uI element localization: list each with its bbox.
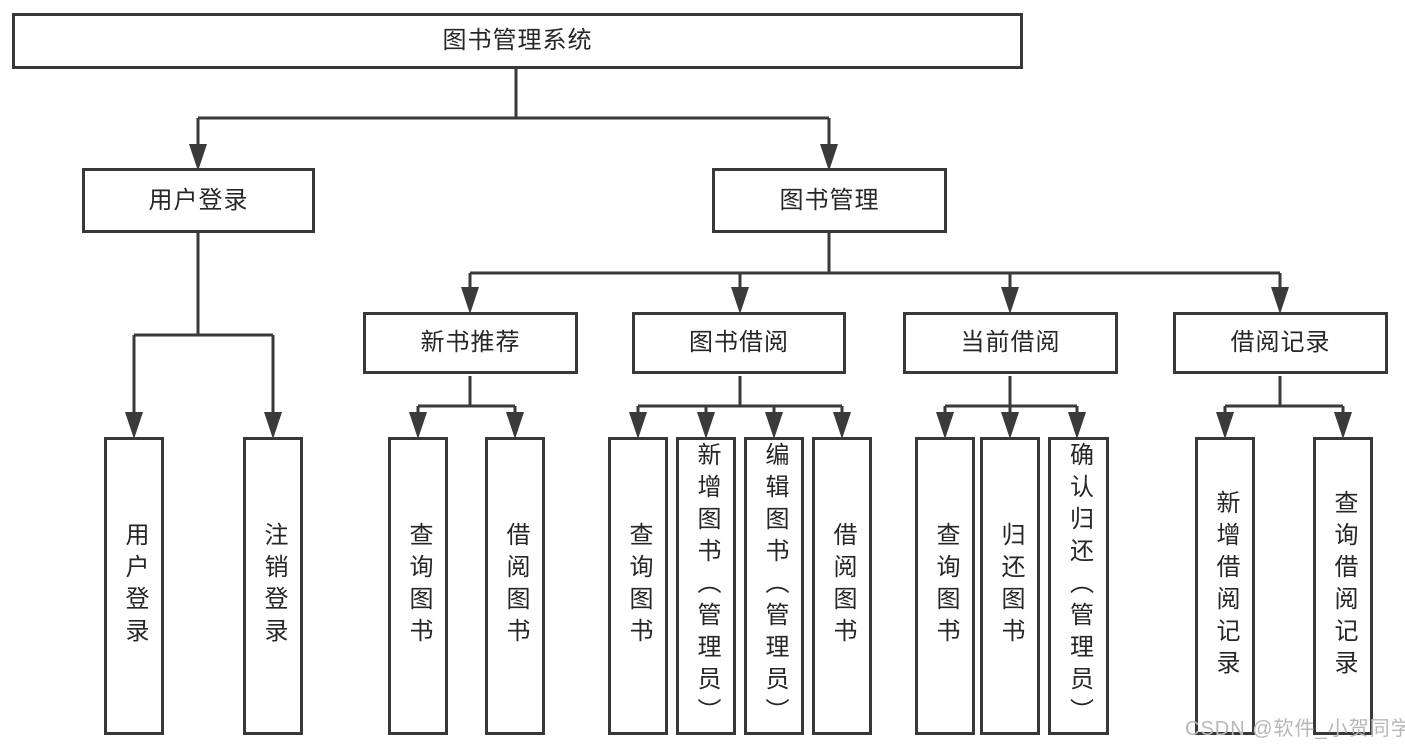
node-current-borrowing: 当前借阅 [903, 312, 1118, 374]
leaf-user-login: 用户登录 [104, 437, 164, 735]
leaf-query-borrow-record: 查询借阅记录 [1313, 437, 1373, 735]
node-user-login-group: 用户登录 [82, 168, 315, 233]
node-borrowing-records-label: 借阅记录 [1230, 329, 1331, 356]
node-current-borrowing-label: 当前借阅 [960, 329, 1061, 356]
leaf-borrow-books-recommend-label: 借阅图书 [502, 522, 529, 650]
node-book-management-label: 图书管理 [779, 186, 880, 214]
leaf-confirm-return-admin: 确认归还（管理员） [1048, 437, 1109, 735]
leaf-query-books-borrowing: 查询图书 [608, 437, 668, 735]
leaf-add-borrow-record-label: 新增借阅记录 [1212, 490, 1239, 682]
leaf-query-borrow-record-label: 查询借阅记录 [1330, 490, 1357, 682]
node-borrowing-records: 借阅记录 [1173, 312, 1388, 374]
leaf-query-books-current-label: 查询图书 [932, 522, 959, 650]
leaf-user-login-label: 用户登录 [121, 522, 148, 650]
leaf-confirm-return-admin-label: 确认归还（管理员） [1065, 442, 1093, 730]
leaf-query-books-recommend-label: 查询图书 [405, 522, 432, 650]
leaf-add-book-admin: 新增图书（管理员） [676, 437, 736, 735]
leaf-return-book: 归还图书 [980, 437, 1040, 735]
leaf-add-book-admin-label: 新增图书（管理员） [693, 442, 720, 730]
csdn-watermark: CSDN @软件_小贺同学 [1185, 718, 1405, 740]
leaf-return-book-label: 归还图书 [997, 522, 1024, 650]
leaf-borrow-books-recommend: 借阅图书 [485, 437, 545, 735]
leaf-query-books-borrowing-label: 查询图书 [625, 522, 652, 650]
node-book-borrowing-label: 图书借阅 [689, 329, 789, 356]
node-book-borrowing: 图书借阅 [632, 312, 846, 374]
node-book-management: 图书管理 [712, 168, 947, 233]
node-user-login-group-label: 用户登录 [148, 186, 249, 214]
leaf-logout: 注销登录 [243, 437, 303, 735]
leaf-borrow-books-borrowing-label: 借阅图书 [829, 522, 856, 650]
arrowheads [125, 144, 1352, 439]
leaf-edit-book-admin: 编辑图书（管理员） [744, 437, 804, 735]
node-library-system-label: 图书管理系统 [442, 27, 593, 54]
leaf-borrow-books-borrowing: 借阅图书 [812, 437, 872, 735]
node-library-system: 图书管理系统 [12, 13, 1023, 69]
leaf-edit-book-admin-label: 编辑图书（管理员） [761, 442, 788, 730]
connector-lines [132, 68, 1345, 420]
node-new-book-recommend-label: 新书推荐 [420, 329, 521, 356]
leaf-logout-label: 注销登录 [260, 522, 287, 650]
leaf-add-borrow-record: 新增借阅记录 [1195, 437, 1255, 735]
leaf-query-books-current: 查询图书 [915, 437, 975, 735]
node-new-book-recommend: 新书推荐 [363, 312, 578, 374]
leaf-query-books-recommend: 查询图书 [388, 437, 448, 735]
